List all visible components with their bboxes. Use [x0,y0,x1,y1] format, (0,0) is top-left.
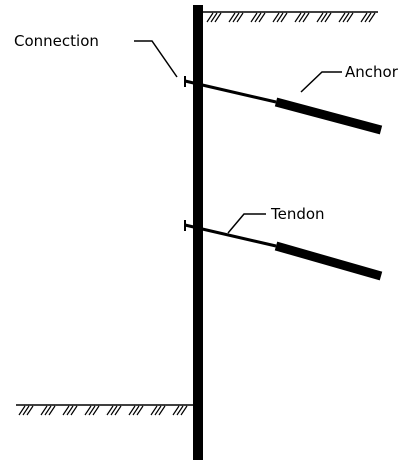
retaining-wall [193,5,203,460]
lower-tendon [184,223,277,248]
ground-surface-top [203,11,378,23]
leader-lines [134,40,342,234]
upper-grouted-bond [274,97,383,135]
ground-hatching-top [206,12,376,23]
ground-hatching-bottom [18,405,188,416]
tendon-label: Tendon [270,205,325,223]
connection-label: Connection [14,32,99,50]
anchor-leader [300,71,342,93]
upper-tendon [184,79,277,104]
ground-surface-bottom [16,404,193,416]
connection-leader [134,40,178,78]
anchor-label: Anchor [345,63,399,81]
lower-anchor [184,220,383,281]
lower-grouted-bond [274,241,383,281]
upper-anchor [184,76,383,135]
tendon-leader [227,213,266,234]
